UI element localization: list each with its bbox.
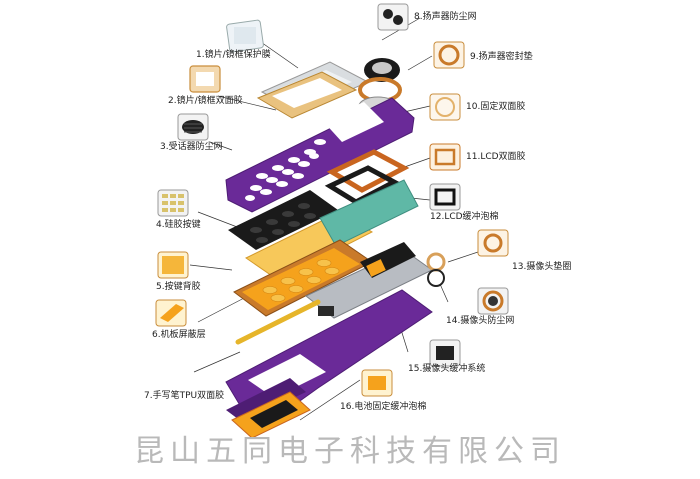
- front-housing: [225, 97, 415, 213]
- label-3: 3.受话器防尘网: [160, 142, 223, 152]
- lcd-double-sided-tape: [326, 143, 461, 193]
- label-8: 8.扬声器防尘网: [414, 12, 477, 22]
- label-6: 6.机板屏蔽层: [152, 330, 206, 340]
- leader-lines: [189, 17, 479, 421]
- camera-gasket: [426, 229, 509, 287]
- speaker-dust-mesh: [364, 3, 409, 82]
- label-12: 12.LCD缓冲泡棉: [430, 212, 499, 222]
- board-shield: [155, 239, 373, 327]
- label-14: 14.摄像头防尘网: [446, 316, 515, 326]
- camera-buffer: [429, 339, 461, 367]
- company-name: 昆山五同电子科技有限公司: [134, 434, 566, 469]
- label-4: 4.硅胶按键: [156, 220, 201, 230]
- label-2: 2.镜片/镜框双面胶: [168, 96, 243, 106]
- silicone-keypad: [157, 189, 338, 250]
- receiver-dust-mesh: [177, 113, 209, 141]
- main-board: [305, 242, 433, 319]
- stylus: [235, 299, 321, 345]
- label-11: 11.LCD双面胶: [466, 152, 526, 162]
- camera-dust-mesh: [477, 287, 509, 315]
- label-7: 7.手写笔TPU双面胶: [144, 391, 225, 401]
- label-16: 16.电池固定缓冲泡棉: [340, 402, 427, 412]
- battery-cushion-foam: [231, 369, 393, 439]
- label-13: 13.摄像头垫圈: [512, 262, 572, 272]
- label-15: 15.摄像头缓冲系统: [408, 364, 486, 374]
- label-9: 9.扬声器密封垫: [470, 52, 533, 62]
- label-5: 5.按键背胶: [156, 282, 201, 292]
- back-housing: [225, 289, 433, 422]
- label-10: 10.固定双面胶: [466, 102, 526, 112]
- lcd-cushion-foam: [324, 165, 461, 211]
- lens-double-sided-tape: [189, 65, 358, 119]
- keypad-back-tape: [157, 179, 419, 281]
- label-1: 1.镜片/镜框保护膜: [196, 50, 271, 60]
